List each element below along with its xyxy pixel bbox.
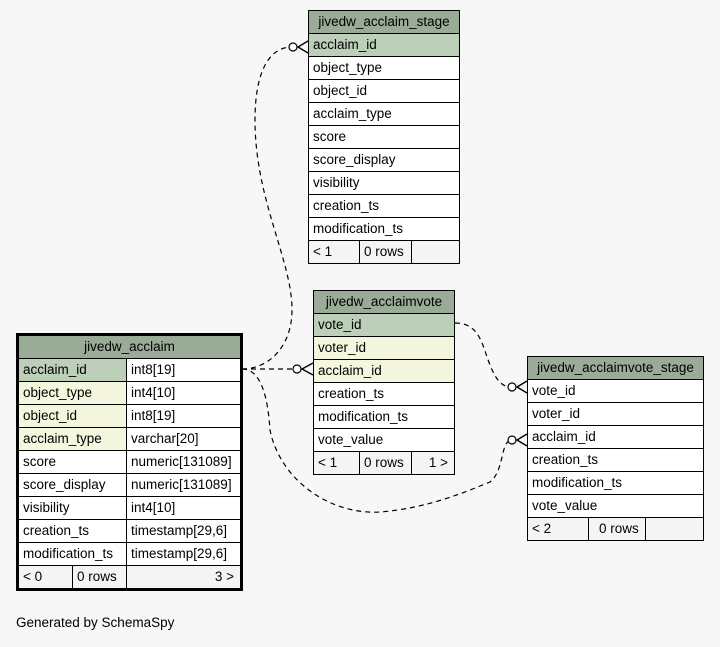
crowfoot-marker (515, 380, 528, 394)
table-title: jivedw_acclaimvote (314, 291, 454, 314)
column-row: creation_ts (309, 195, 459, 218)
table-jivedw-acclaim-stage[interactable]: jivedw_acclaim_stage acclaim_id object_t… (308, 10, 460, 264)
row-count: 0 rows (359, 241, 411, 263)
table-title: jivedw_acclaim (19, 336, 240, 359)
parents-count: < 2 (532, 521, 552, 536)
optional-circle (507, 435, 517, 445)
parents-count: < 0 (23, 569, 43, 584)
table-title: jivedw_acclaim_stage (309, 11, 459, 34)
parents-count: < 1 (313, 244, 333, 259)
row-count: 0 rows (72, 566, 126, 588)
column-row: score_display (309, 149, 459, 172)
column-row: vote_id (314, 314, 454, 337)
relation-acclaim-to-acclaimvote-stage (241, 368, 513, 513)
optional-circle (288, 42, 298, 52)
crowfoot-marker (300, 362, 314, 376)
column-row: acclaim_id (528, 426, 703, 449)
table-footer: < 1 0 rows (309, 241, 459, 263)
relation-acclaimvote-to-acclaimvote-stage (454, 322, 513, 388)
generated-by-label: Generated by SchemaSpy (16, 615, 175, 630)
column-row: vote_value (314, 429, 454, 452)
table-title: jivedw_acclaimvote_stage (528, 357, 703, 380)
column-row: acclaim_id (309, 34, 459, 57)
column-row: modification_ts (314, 406, 454, 429)
column-row: acclaim_id (314, 360, 454, 383)
table-footer: < 2 0 rows (528, 518, 703, 540)
table-jivedw-acclaimvote[interactable]: jivedw_acclaimvote vote_id voter_id accl… (313, 290, 455, 475)
column-row: creation_ts (314, 383, 454, 406)
column-row: visibility (309, 172, 459, 195)
children-count: 3 > (126, 566, 240, 588)
column-row: vote_id (528, 380, 703, 403)
children-count (645, 518, 703, 540)
row-count: 0 rows (359, 452, 411, 474)
column-row: modification_ts (528, 472, 703, 495)
table-footer: < 1 0 rows 1 > (314, 452, 454, 474)
column-row: voter_id (314, 337, 454, 360)
column-row: object_type (309, 57, 459, 80)
column-row: object_id (309, 80, 459, 103)
table-jivedw-acclaimvote-stage[interactable]: jivedw_acclaimvote_stage vote_id voter_i… (527, 356, 704, 541)
column-row: acclaim_type (309, 103, 459, 126)
relation-acclaim-to-acclaim-stage (241, 46, 293, 370)
column-row: voter_id (528, 403, 703, 426)
crowfoot-marker (515, 433, 528, 447)
crowfoot-marker (296, 40, 309, 54)
column-row: creation_ts (528, 449, 703, 472)
row-count: 0 rows (588, 518, 645, 540)
column-row: score (309, 126, 459, 149)
table-footer: < 0 0 rows 3 > (19, 566, 240, 588)
column-row: modification_ts (309, 218, 459, 241)
parents-count: < 1 (318, 455, 338, 470)
optional-circle (292, 364, 302, 374)
children-count: 1 > (411, 452, 454, 474)
children-count (411, 241, 459, 263)
column-row: vote_value (528, 495, 703, 518)
optional-circle (507, 382, 517, 392)
